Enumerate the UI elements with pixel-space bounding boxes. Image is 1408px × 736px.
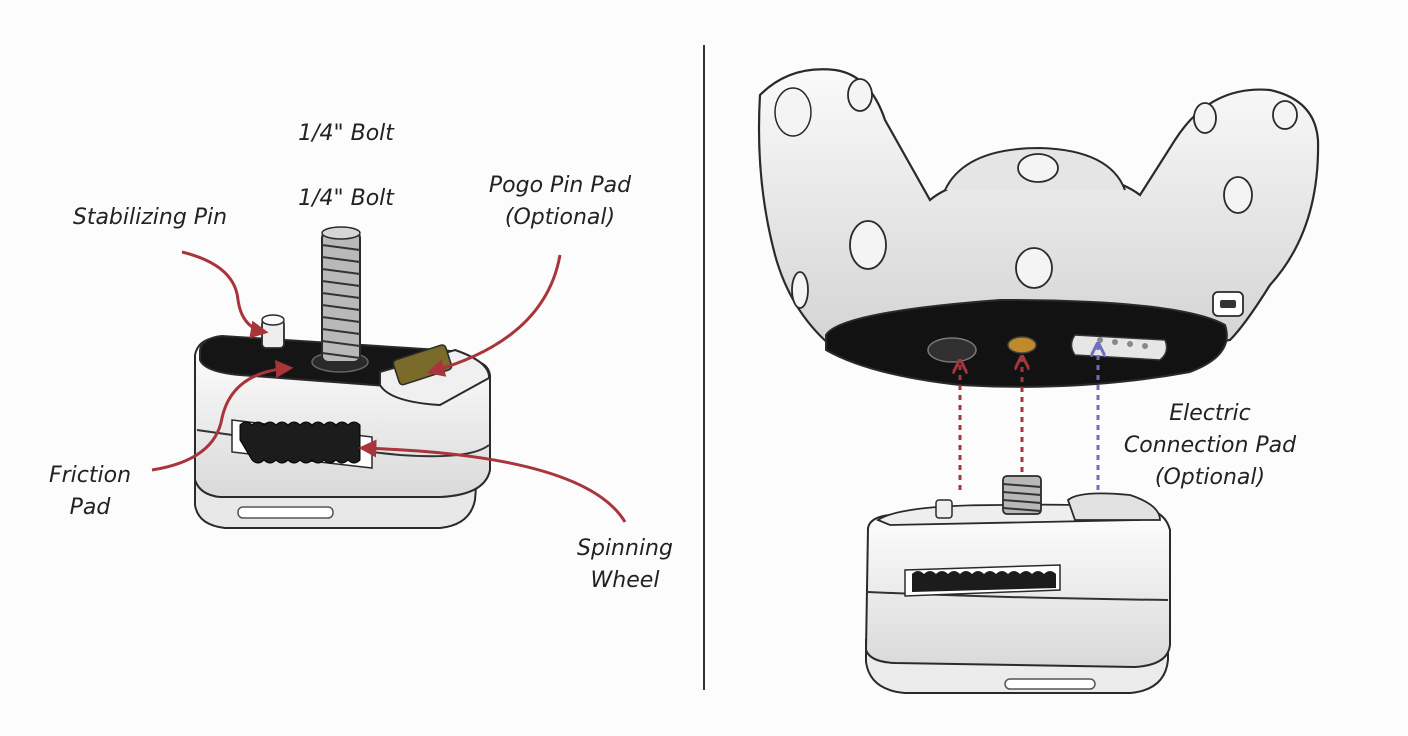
spinning-wheel: [239, 421, 361, 464]
underside-electric-pad: [1070, 334, 1168, 361]
pogo-pad-contacts: [392, 344, 453, 386]
bolt-threads: [321, 244, 361, 359]
dial: [774, 87, 812, 137]
right-pad-block: [1066, 492, 1161, 521]
label-spinning: Spinning: [577, 536, 673, 561]
label-friction: Friction: [48, 463, 132, 488]
label-connection-pad: Connection Pad: [1123, 433, 1297, 458]
arrow-spinning-wheel: [358, 439, 627, 523]
label-stabilizing-pin: Stabilizing Pin: [72, 205, 228, 230]
label-pad: Pad: [69, 495, 111, 520]
right-dashed-arrows: [960, 345, 1098, 490]
mount-device-right: [864, 475, 1171, 694]
panel-divider: [703, 45, 705, 690]
label-pogo-pin-optional: (Optional): [504, 205, 616, 230]
right-pin: [935, 499, 953, 519]
label-wheel: Wheel: [590, 568, 660, 593]
label-pogo-pin-pad: Pogo Pin Pad: [488, 173, 632, 198]
underside-bolt-socket: [1007, 336, 1037, 354]
label-bolt-top: 1/4" Bolt: [298, 121, 394, 146]
base-slot: [237, 506, 334, 519]
arrow-friction-pad: [151, 360, 294, 472]
arrow-pogo-pin: [426, 254, 562, 377]
underside-hole: [927, 337, 977, 363]
left-annotation-arrows: [151, 250, 627, 523]
right-wheel: [912, 571, 1056, 592]
headset-shell: [757, 68, 1320, 382]
mount-device-left: [194, 226, 491, 529]
label-electric-optional: (Optional): [1154, 465, 1266, 490]
arrow-stabilizing-pin: [181, 250, 269, 339]
sensor-dents: [791, 78, 1298, 309]
label-bolt: 1/4" Bolt: [298, 186, 394, 211]
vr-headset: [757, 68, 1320, 388]
label-electric: Electric: [1169, 401, 1251, 426]
